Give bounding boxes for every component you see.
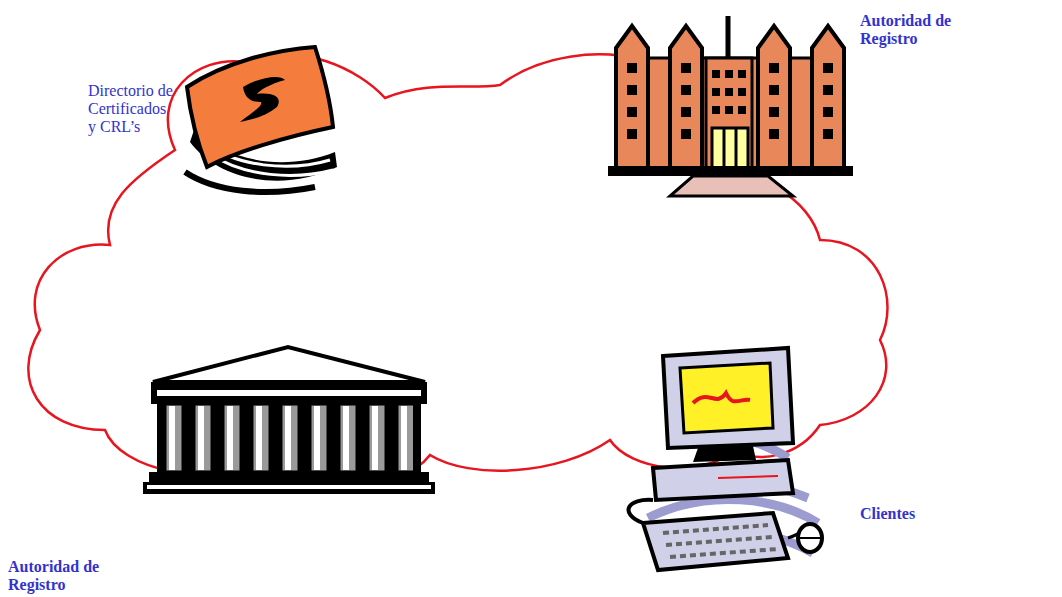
registration-authority-icon bbox=[608, 8, 853, 198]
client-computer-icon bbox=[638, 348, 823, 573]
node-label: Autoridad de Registro bbox=[8, 558, 148, 594]
client-computer: Clientes bbox=[638, 348, 823, 573]
node-label: Clientes bbox=[860, 505, 980, 523]
registration-authority-icon bbox=[143, 342, 435, 494]
registration-authority: Autoridad de Registro bbox=[143, 342, 435, 494]
certificate-directory-icon bbox=[165, 42, 337, 197]
node-label: Autoridad de Registro bbox=[860, 12, 1010, 48]
registration-authority: Autoridad de Registro bbox=[608, 8, 853, 198]
certificate-directory: Directorio de Certificados y CRL’s bbox=[165, 42, 337, 197]
node-label: Directorio de Certificados y CRL’s bbox=[88, 82, 173, 136]
